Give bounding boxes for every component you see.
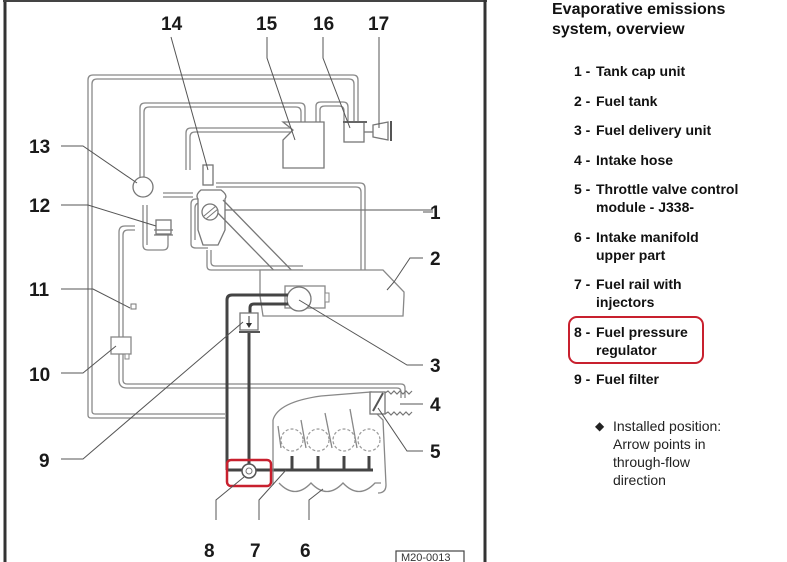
callout-16: 16 [313,14,334,35]
callout-9: 9 [39,451,50,472]
part-4-intake-hose [384,390,413,416]
legend-number: 9 - [574,371,591,387]
legend-text: Intake manifold upper part [596,228,699,263]
parts-legend: 1 - Tank cap unit 2 - Fuel tank 3 - Fuel de… [568,62,784,400]
legend-item-9: 9 - Fuel filter [574,370,784,388]
callout-10: 10 [29,365,50,386]
callout-7: 7 [250,541,261,562]
callout-6: 6 [300,541,311,562]
legend-text: Fuel delivery unit [596,122,712,138]
cylinders [280,428,381,452]
legend-text: Fuel rail with injectors [596,276,682,310]
legend-item-6: 6 - Intake manifold upper part [574,228,784,264]
legend-item-2: 2 - Fuel tank [574,92,784,110]
part-1-symbol [201,203,219,221]
diagram-frame: 14 15 16 17 13 12 11 10 9 1 2 3 4 5 6 7 … [3,0,487,562]
legend-number: 5 - [574,181,591,197]
svg-text:M20-0013: M20-0013 [401,552,451,562]
part-3-symbol [284,285,330,312]
part-15-symbol [281,121,325,169]
legend-item-5: 5 - Throttle valve control module - J338- [574,180,784,216]
part-5-throttle-module [369,391,386,415]
callout-3: 3 [430,356,441,377]
title-line-1: Evaporative emissions [552,1,726,18]
callout-4: 4 [430,395,441,416]
leader-lines [61,36,433,520]
part-13-symbol [132,176,154,198]
note-text: Installed position: Arrow points in thro… [613,418,722,488]
legend-item-1: 1 - Tank cap unit [574,62,784,80]
legend-text: Throttle valve control module - J338- [596,181,739,215]
title-line-2: system, overview [552,21,685,38]
callout-17: 17 [368,14,389,35]
installation-note: ◆ Installed position: Arrow points in th… [595,417,738,489]
part-11-symbol [130,303,137,310]
diamond-bullet-icon: ◆ [595,419,605,433]
part-9-fuel-filter [239,312,260,333]
part-12-symbol [154,219,173,236]
part-17-symbol [364,121,392,141]
callout-8: 8 [204,541,215,562]
legend-item-8-highlighted: 8 - Fuel pressure regulator [568,315,784,364]
highlight-box-part-8 [225,458,273,488]
page-title: Evaporative emissions system, overview [552,0,787,40]
legend-text: Tank cap unit [596,63,686,79]
legend-text: Fuel pressure regulator [596,323,688,358]
legend-item-7: 7 - Fuel rail with injectors [574,275,784,311]
legend-item-3: 3 - Fuel delivery unit [574,121,784,139]
legend-panel: Evaporative emissions system, overview 1… [552,0,787,488]
callout-2: 2 [430,249,441,270]
part-10-symbol [110,336,132,360]
callout-labels: 14 15 16 17 13 12 11 10 9 1 2 3 4 5 6 7 … [29,14,441,562]
legend-number: 2 - [574,92,591,109]
reference-code: M20-0013 [395,550,465,562]
callout-11: 11 [29,280,50,301]
part-8-fuel-pressure-regulator [225,458,273,488]
callout-1: 1 [430,203,441,224]
evap-system-diagram: 14 15 16 17 13 12 11 10 9 1 2 3 4 5 6 7 … [3,0,487,562]
callout-15: 15 [256,14,278,35]
legend-number: 6 - [574,228,591,245]
part-2-fuel-tank [259,269,405,317]
part-7-fuel-rail-injectors [290,456,371,470]
legend-number: 8 - [574,323,591,340]
legend-item-4: 4 - Intake hose [574,151,784,169]
vent-hoses [87,74,433,419]
callout-14: 14 [161,14,183,35]
callout-5: 5 [430,442,441,463]
legend-number: 3 - [574,122,591,138]
part-14-symbol [202,164,214,186]
callout-12: 12 [29,196,50,217]
legend-number: 1 - [574,63,591,79]
legend-text: Fuel tank [596,92,658,109]
legend-text: Fuel filter [596,371,660,387]
callout-13: 13 [29,137,50,158]
legend-number: 7 - [574,276,591,292]
legend-text: Intake hose [596,151,674,168]
part-16-symbol [343,121,365,143]
legend-number: 4 - [574,151,591,168]
